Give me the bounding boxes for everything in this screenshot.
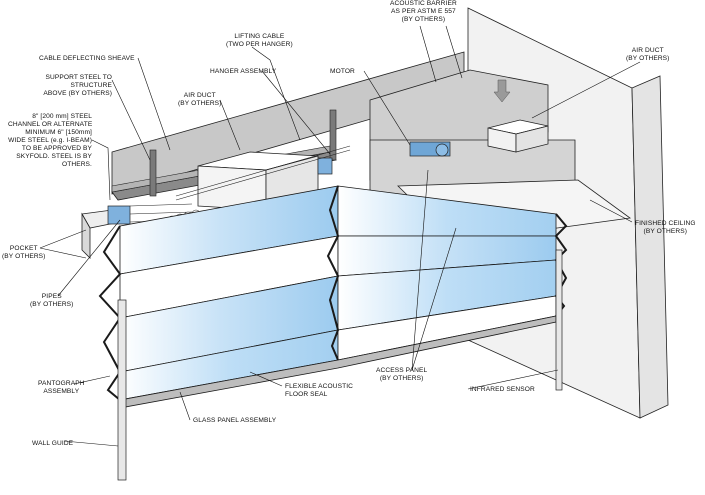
label-line: ACCESS PANEL [376,367,428,374]
pocket-side [81,212,91,259]
hanger-assembly-left [107,205,131,225]
leader-line [73,375,111,385]
label-pipes: PIPES (BY OTHERS) [30,293,73,309]
leader-line [445,25,463,79]
label-line: HANGER ASSEMBLY [210,68,277,75]
leader-line [179,391,191,421]
leader-line [91,139,111,201]
label-steel-channel: 8" [200 mm] STEEL CHANNEL OR ALTERNATE M… [8,113,92,169]
label-line: (BY OTHERS) [643,228,688,235]
label-line: AIR DUCT [183,92,216,99]
leader-line [467,369,559,390]
glass-panel-assembly [98,185,568,409]
label-line: (BY OTHERS) [401,16,446,23]
leader-line [249,371,283,387]
label-cable-deflecting-sheave: CABLE DEFLECTING SHEAVE [39,55,135,63]
label-line: AIR DUCT [631,47,664,54]
label-line: FINISHED CEILING [635,220,696,227]
label-line: (BY OTHERS) [2,253,46,260]
label-motor: MOTOR [330,68,355,76]
support-steel-2 [329,109,337,161]
leader-line [137,57,171,151]
leader-line [411,227,457,371]
leader-line [589,199,633,223]
label-pantograph-assembly: PANTOGRAPH ASSEMBLY [38,380,85,396]
airflow-arrow [493,79,511,103]
label-line: ASSEMBLY [43,388,80,395]
leader-line [411,169,429,371]
label-line: CHANNEL OR ALTERNATE [8,121,93,128]
wall-guide [117,299,127,481]
label-line: AS PER ASTM E 557 [391,8,456,15]
leader-lines [39,25,641,447]
label-infrared-sensor: INFRARED SENSOR [470,386,535,394]
label-line: MOTOR [330,68,355,75]
leader-line [111,79,151,161]
label-acoustic-barrier: ACOUSTIC BARRIER AS PER ASTM E 557 (BY O… [390,0,457,24]
label-line: INFRARED SENSOR [470,386,535,393]
hanger-assembly-mid [317,157,333,175]
label-line: TO BE APPROVED BY [21,145,92,152]
label-line: FLEXIBLE ACOUSTIC [285,383,354,390]
label-line: (BY OTHERS) [379,375,424,382]
leader-line [363,70,411,146]
leader-line [531,61,641,119]
label-pocket: POCKET (BY OTHERS) [2,245,45,261]
lifting-cables [175,145,351,201]
label-hanger-assembly: HANGER ASSEMBLY [210,68,276,76]
leader-line [63,440,119,447]
label-line: CABLE DEFLECTING SHEAVE [39,55,135,62]
label-line: WIDE STEEL (e.g. I-BEAM) [8,137,92,144]
label-glass-panel-assembly: GLASS PANEL ASSEMBLY [193,417,276,425]
pantograph [98,225,122,401]
label-line: SKYFOLD. STEEL IS BY [16,153,92,160]
label-support-steel: SUPPORT STEEL TO STRUCTURE ABOVE (BY OTH… [40,74,112,98]
label-line: POCKET [9,245,38,252]
label-line: PANTOGRAPH [38,380,85,387]
leader-line [39,247,87,259]
leader-line [219,99,241,151]
label-line: (BY OTHERS) [626,55,670,62]
label-line: STRUCTURE [70,82,112,89]
label-access-panel: ACCESS PANEL (BY OTHERS) [376,367,427,383]
label-line: FLOOR SEAL [285,391,328,398]
pantograph-mid [326,185,340,361]
label-line: GLASS PANEL ASSEMBLY [193,417,277,424]
label-air-duct-left: AIR DUCT (BY OTHERS) [178,92,221,108]
leader-line [419,25,437,83]
label-line: MINIMUM 6" [150mm] [25,129,92,136]
label-line: (BY OTHERS) [178,100,222,107]
label-line: SUPPORT STEEL TO [45,74,112,81]
label-line: ACOUSTIC BARRIER [390,0,457,7]
air-duct-right-side [515,125,549,153]
label-line: LIFTING CABLE [234,33,285,40]
label-line: WALL GUIDE [32,440,74,447]
label-wall-guide: WALL GUIDE [32,440,73,448]
label-lifting-cable: LIFTING CABLE (TWO PER HANGER) [226,33,293,49]
label-line: (TWO PER HANGER) [226,41,293,48]
label-line: PIPES [41,293,62,300]
motor-pulley [435,143,449,157]
building-wall-face [631,75,669,419]
label-line: 8" [200 mm] STEEL [32,113,92,120]
label-flexible-acoustic-floor-seal: FLEXIBLE ACOUSTIC FLOOR SEAL [285,383,353,399]
wall-guide-right [555,249,563,391]
leader-line [57,219,121,297]
leader-line [261,70,331,155]
label-line: OTHERS. [61,161,92,168]
label-line: (BY OTHERS) [30,301,74,308]
leader-line [39,229,87,249]
label-air-duct-right: AIR DUCT (BY OTHERS) [626,47,669,63]
label-finished-ceiling: FINISHED CEILING (BY OTHERS) [635,220,696,236]
leader-line [251,46,301,141]
support-steel-1 [149,149,157,197]
label-line: ABOVE (BY OTHERS) [43,90,112,97]
